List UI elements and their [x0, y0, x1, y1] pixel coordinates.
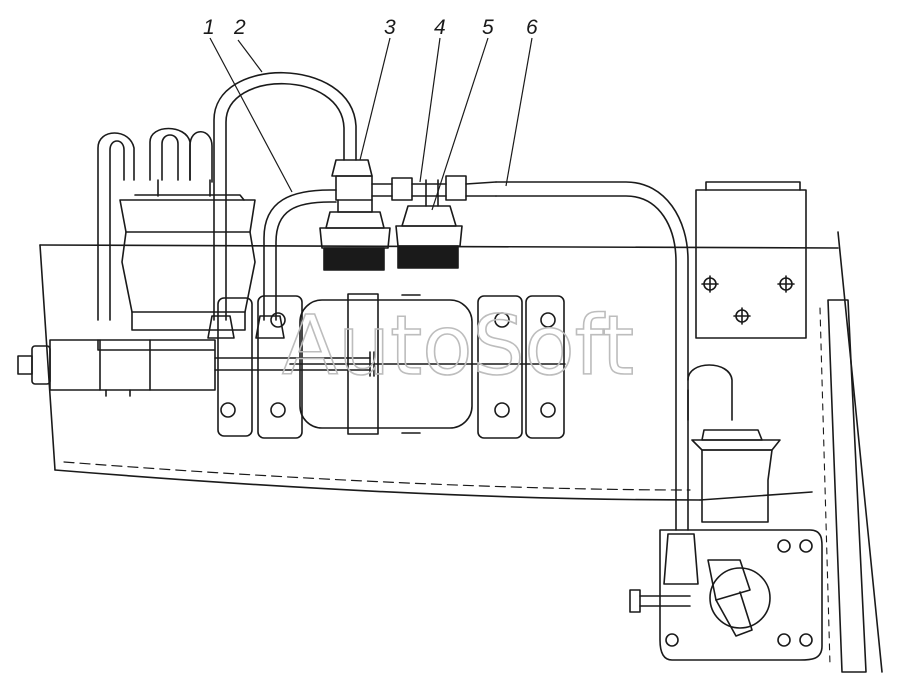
outlet-fitting: [629, 533, 753, 637]
callout-2: 2: [233, 16, 246, 39]
line-6: [495, 181, 689, 531]
line-2-loop: [213, 71, 357, 321]
brake-fluid-reservoir: [119, 179, 256, 331]
callout-3: 3: [384, 16, 396, 39]
line-1: [263, 189, 337, 321]
reservoir-loops: [97, 127, 213, 321]
callout-1: 1: [203, 16, 215, 39]
valve-block: [331, 159, 497, 207]
frame-rail: [39, 231, 883, 673]
leader-lines: [209, 37, 533, 211]
line-fittings: [207, 315, 285, 339]
mounting-plate: [695, 181, 807, 339]
callout-6: 6: [526, 16, 538, 39]
cylinder-clamps: [217, 295, 565, 439]
supply-lines: [97, 339, 566, 377]
master-cylinder: [17, 339, 216, 397]
callout-4: 4: [434, 16, 446, 39]
filter-elements: [319, 199, 463, 271]
pressure-regulator: [659, 364, 823, 661]
callout-5: 5: [482, 16, 494, 39]
frame-bracket: [819, 299, 867, 673]
watermark: AutoSoft: [282, 299, 634, 394]
